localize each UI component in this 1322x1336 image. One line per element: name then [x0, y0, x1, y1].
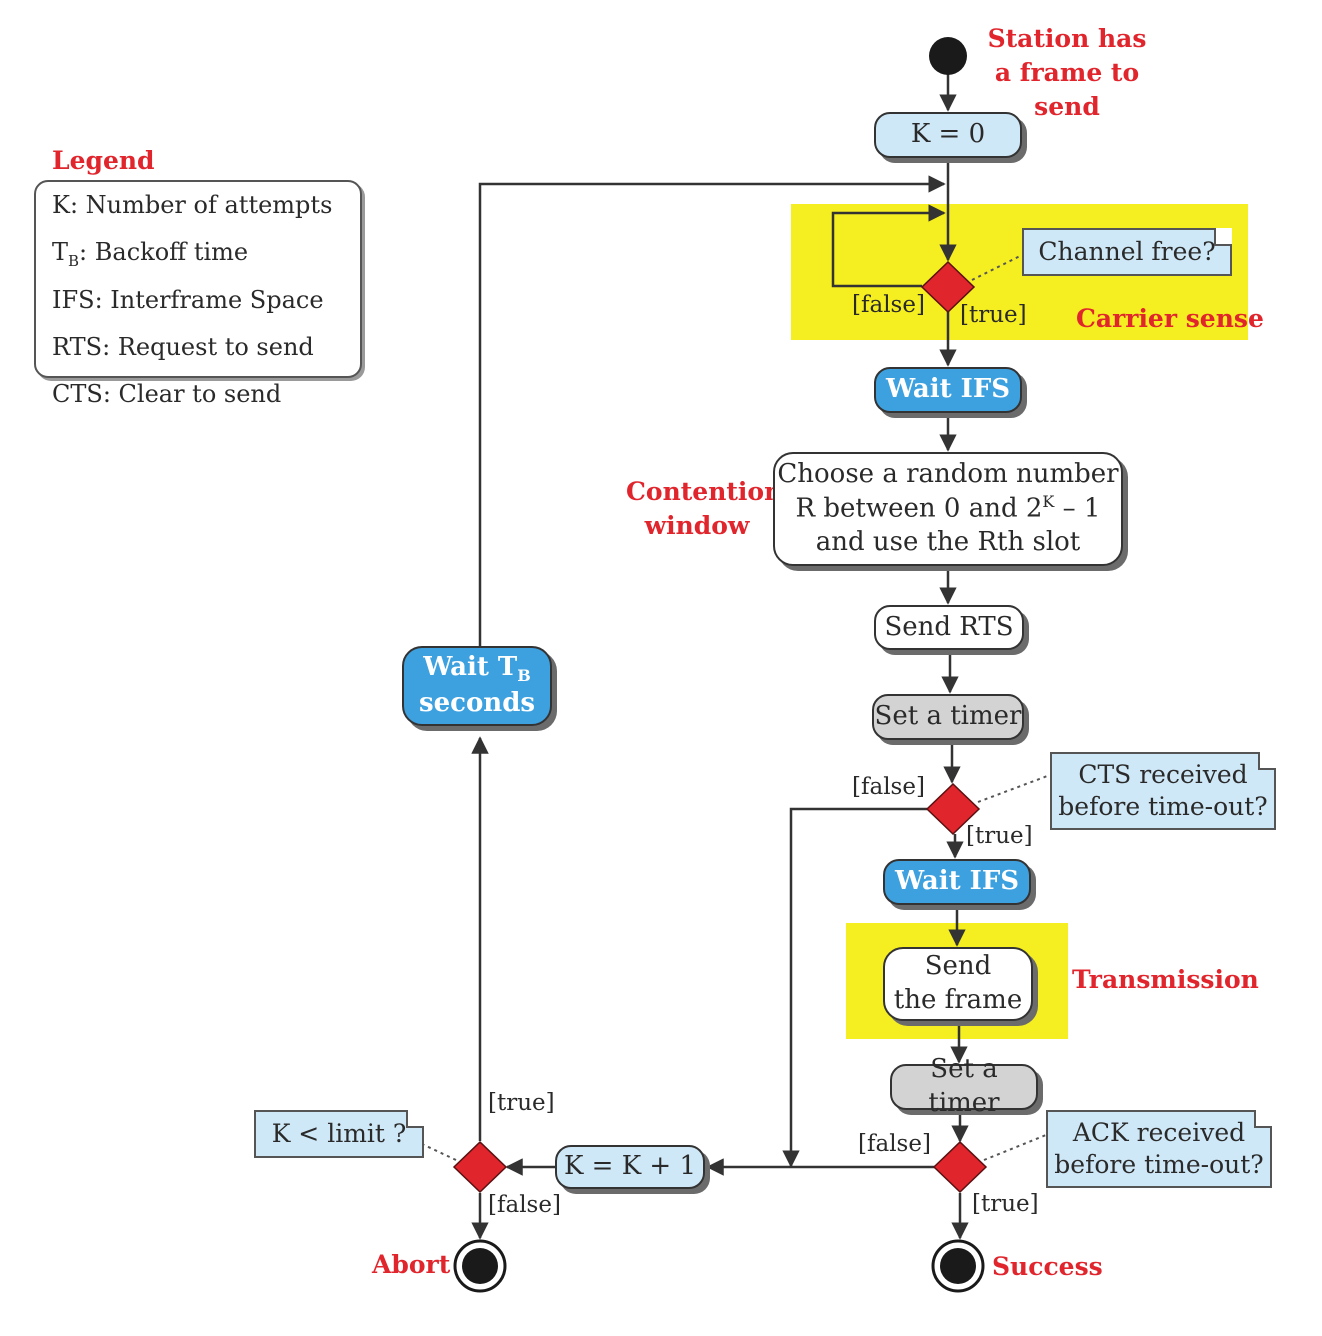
random-slot-node: Choose a random number R between 0 and 2…	[773, 452, 1123, 566]
channel-decision-diamond	[920, 260, 976, 314]
abort-end-node	[453, 1239, 507, 1293]
edge-wait-tb-loop-back	[478, 175, 946, 646]
legend-item-cts: CTS: Clear to send	[52, 380, 282, 409]
cts-note: CTS received before time-out?	[1050, 752, 1276, 830]
abort-label: Abort	[372, 1250, 451, 1279]
ack-true-guard: [true]	[972, 1191, 1039, 1217]
limit-true-guard: [true]	[488, 1090, 555, 1116]
legend-box: K: Number of attempts TB: Backoff time I…	[34, 180, 362, 408]
wait-ifs-node-2: Wait IFS	[883, 859, 1031, 905]
note-link-channel	[971, 254, 1023, 281]
k-zero-node: K = 0	[874, 112, 1022, 158]
limit-decision-diamond	[452, 1140, 508, 1194]
send-frame-node: Send the frame	[883, 947, 1033, 1021]
legend-item-k: K: Number of attempts	[52, 191, 333, 219]
k-increment-node: K = K + 1	[555, 1145, 705, 1189]
note-link-ack	[983, 1134, 1047, 1161]
carrier-sense-label: Carrier sense	[1076, 304, 1264, 333]
legend-item-tb: TB: Backoff time	[52, 238, 249, 271]
contention-window-label: Contention window	[626, 477, 783, 540]
legend-item-rts: RTS: Request to send	[52, 332, 314, 361]
send-rts-node: Send RTS	[874, 605, 1024, 650]
k-limit-note: K < limit ?	[254, 1110, 424, 1158]
cts-decision-diamond	[925, 782, 981, 836]
ack-decision-diamond	[932, 1140, 988, 1194]
channel-true-guard: [true]	[960, 302, 1027, 328]
start-label: Station has a frame to send	[987, 24, 1147, 121]
channel-free-note: Channel free?	[1022, 228, 1232, 276]
edge-channel-false-loop	[831, 204, 946, 288]
legend-title: Legend	[52, 146, 155, 175]
limit-false-guard: [false]	[488, 1192, 561, 1218]
set-timer-node-1: Set a timer	[872, 694, 1024, 740]
ack-false-guard: [false]	[858, 1131, 931, 1157]
success-label: Success	[992, 1252, 1103, 1281]
wait-tb-node: Wait TB seconds	[402, 646, 552, 726]
set-timer-node-2: Set a timer	[890, 1054, 1038, 1118]
ack-note: ACK received before time-out?	[1046, 1110, 1272, 1188]
cts-false-guard: [false]	[852, 774, 925, 800]
cts-true-guard: [true]	[966, 823, 1033, 849]
note-link-limit	[421, 1143, 457, 1161]
success-end-node	[931, 1239, 985, 1293]
edge-cts-false	[782, 807, 927, 1168]
start-node	[929, 37, 967, 75]
legend-item-ifs: IFS: Interframe Space	[52, 285, 324, 314]
channel-false-guard: [false]	[852, 292, 925, 318]
wait-ifs-node-1: Wait IFS	[874, 367, 1022, 413]
transmission-label: Transmission	[1072, 965, 1259, 994]
note-link-cts	[977, 774, 1051, 803]
